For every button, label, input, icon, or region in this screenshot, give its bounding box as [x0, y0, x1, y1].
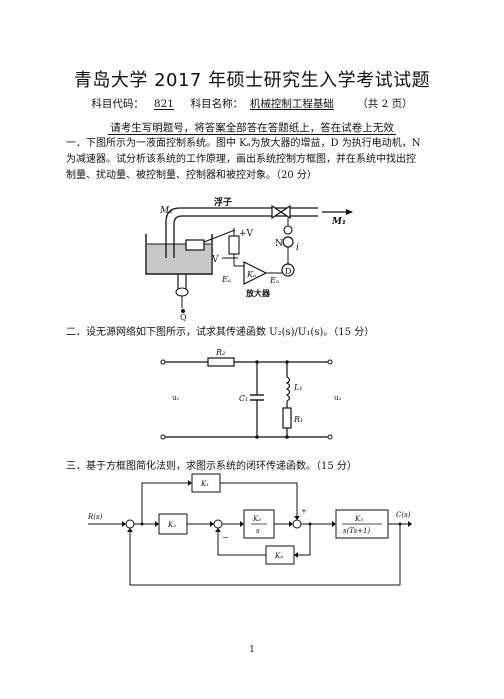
label-m1: M₁: [331, 217, 346, 227]
label-plus: +: [301, 507, 307, 515]
subject-code-label: 科目代码：: [91, 98, 144, 110]
label-rs: R(s): [87, 513, 103, 521]
subject-code-value: 821: [153, 98, 174, 110]
exam-notice: 请考生写明题号，将答案全部答在答题纸上，答在试卷上无效: [108, 122, 396, 135]
valve-icon: [271, 204, 291, 220]
label-c1: C₁: [239, 394, 248, 403]
label-amplifier: 放大器: [245, 288, 271, 298]
summing-junction-1: [125, 519, 135, 529]
resistor-r1: [282, 407, 292, 429]
amplifier-triangle: [243, 261, 268, 285]
label-ka: Kₐ: [246, 270, 256, 279]
label-r1: R₁: [293, 415, 303, 424]
question-2-figure: R₂ C₁ L₁ R₁ u₁ u₂: [160, 348, 342, 440]
label-eo: Eₒ: [269, 276, 279, 285]
summing-junction-2: [213, 519, 223, 529]
label-k3: K₃: [252, 515, 261, 523]
page-number: 1: [249, 645, 255, 655]
label-n: N: [275, 239, 283, 249]
label-k5: K₅: [354, 515, 363, 523]
label-k5-den: s(Ts+1): [343, 527, 370, 535]
inductor-l1: [285, 376, 291, 402]
label-k2: K₂: [167, 521, 176, 529]
label-float: 浮子: [214, 196, 232, 208]
question-1-text: 一．下图所示为一液面控制系统。图中 Kₐ为放大器的增益，D 为执行电动机，N 为…: [66, 136, 446, 184]
label-u1: u₁: [172, 394, 180, 402]
page-count: （共 2 页）: [357, 98, 413, 110]
label-l1: L₁: [293, 383, 303, 392]
summing-junction-3: [292, 519, 302, 529]
label-cs: C(s): [396, 511, 411, 519]
label-plus-v: +V: [239, 229, 254, 239]
exam-title: 青岛大学 2017 年硕士研究生入学考试试题: [73, 70, 431, 91]
label-ea: Eₐ: [221, 275, 231, 284]
pipe-outer: [173, 215, 290, 258]
tank-wall: [145, 234, 213, 275]
label-minus: −: [222, 533, 229, 542]
label-d: D: [285, 267, 291, 276]
label-u2: u₂: [334, 394, 342, 402]
subject-name-label: 科目名称：: [190, 98, 244, 110]
subject-name-value: 机械控制工程基础: [249, 98, 334, 110]
label-r2: R₂: [215, 348, 225, 357]
pipe-inner: [165, 207, 290, 258]
label-k3-den: s: [256, 527, 260, 535]
label-k1: K₁: [200, 480, 209, 488]
question-1-line-3: 制量、扰动量、被控制量、控制器和被控对象。（20 分）: [66, 170, 317, 181]
question-1-line-1: 一．下图所示为一液面控制系统。图中 Kₐ为放大器的增益，D 为执行电动机，N: [66, 138, 421, 149]
float-body: [185, 239, 205, 251]
resistor-r2: [207, 357, 235, 367]
label-k4: K₄: [274, 552, 283, 560]
label-i: i: [296, 243, 299, 253]
block-k3-over-s: [243, 509, 275, 539]
question-2-text: 二．设无源网络如下图所示，试求其传递函数 U₂(s)/U₁(s)。（15 分）: [66, 327, 375, 338]
potentiometer: [228, 235, 240, 255]
label-m2: M₂: [159, 206, 173, 216]
label-v: V: [211, 255, 219, 265]
subject-info-line: 科目代码： 821 科目名称： 机械控制工程基础 （共 2 页）: [0, 96, 504, 111]
reducer-icon: [282, 236, 294, 248]
question-3-text: 三．基于方框图简化法则，求图示系统的闭环传递函数。（15 分）: [66, 461, 357, 472]
label-q: Q: [180, 313, 187, 322]
float-lever: [203, 229, 236, 243]
question-1-line-2: 为减速器。试分析该系统的工作原理，画出系统控制方框图，并在系统中找出控: [66, 154, 416, 165]
pipe-right: [290, 207, 318, 217]
